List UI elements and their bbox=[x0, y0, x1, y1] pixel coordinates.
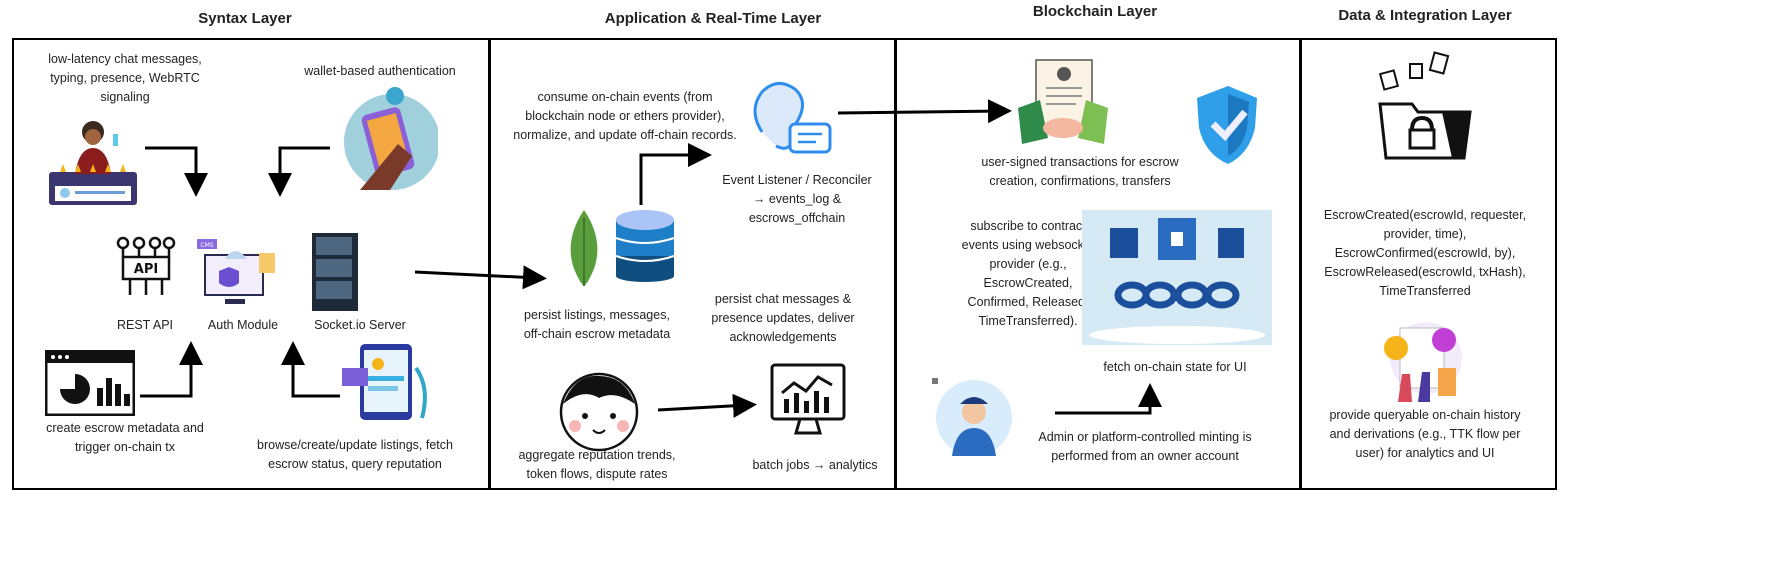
consume-events-description: consume on-chain events (from blockchain… bbox=[513, 90, 737, 142]
queryable-history-description: provide queryable on-chain history and d… bbox=[1329, 408, 1521, 460]
arrow-wallet-to-auth bbox=[268, 146, 330, 197]
rest-api-label: REST API bbox=[116, 318, 174, 332]
arrow-listener-to-blockchain bbox=[837, 99, 1012, 124]
application-layer-title: Application & Real-Time Layer bbox=[604, 10, 822, 27]
event-listener-label: Event Listener / Reconciler → events_log… bbox=[722, 173, 872, 225]
person-reviews-icon bbox=[49, 121, 137, 205]
persist-chat-description: persist chat messages & presence updates… bbox=[711, 292, 855, 344]
ear-listener-icon bbox=[753, 82, 832, 154]
dashboard-icon bbox=[45, 350, 135, 416]
syntax-layer-title: Syntax Layer bbox=[198, 10, 292, 27]
svg-text:API: API bbox=[134, 262, 158, 277]
batch-jobs-label: batch jobs → analytics bbox=[752, 458, 878, 472]
wallet-description: wallet-based authentication bbox=[304, 64, 456, 78]
arrow-admin-to-fetch bbox=[1055, 383, 1162, 415]
subscribe-description: subscribe to contract events using webso… bbox=[961, 219, 1095, 328]
svg-text:CMS: CMS bbox=[200, 242, 213, 249]
arrow-listings-to-socket bbox=[281, 341, 340, 398]
secure-folder-icon bbox=[1378, 51, 1472, 160]
child-face-icon bbox=[559, 372, 639, 452]
fetch-state-label: fetch on-chain state for UI bbox=[1103, 360, 1247, 374]
rest-api-icon: API bbox=[116, 236, 176, 295]
security-shield-icon bbox=[1197, 86, 1257, 164]
admin-minting-description: Admin or platform-controlled minting is … bbox=[1038, 430, 1252, 463]
server-icon bbox=[312, 233, 358, 311]
aggregate-description: aggregate reputation trends, token flows… bbox=[518, 448, 676, 481]
contract-events-list: EscrowCreated(escrowId, requester, provi… bbox=[1323, 208, 1527, 298]
listings-app-icon bbox=[342, 344, 427, 420]
auth-module-icon: CMS bbox=[197, 239, 275, 304]
arrow-socket-to-app bbox=[414, 265, 547, 290]
arrow-db-to-listener bbox=[639, 143, 712, 205]
database-icon bbox=[615, 210, 675, 282]
mongodb-leaf-icon bbox=[570, 210, 598, 286]
arrow-dashboard-to-auth bbox=[140, 341, 203, 398]
layer-divider bbox=[1299, 38, 1302, 490]
wallet-phone-icon bbox=[344, 87, 438, 190]
layer-divider bbox=[488, 38, 491, 490]
arrow-child-to-analytics bbox=[657, 393, 757, 418]
layer-divider bbox=[894, 38, 897, 490]
blockchain-layer-title: Blockchain Layer bbox=[1032, 3, 1158, 20]
auth-module-label: Auth Module bbox=[207, 318, 279, 332]
browse-description: browse/create/update listings, fetch esc… bbox=[257, 438, 453, 471]
data-layer-title: Data & Integration Layer bbox=[1338, 7, 1512, 24]
agreement-contract-icon bbox=[1384, 322, 1462, 402]
signed-transactions-description: user-signed transactions for escrow crea… bbox=[981, 155, 1179, 188]
blockchain-chain-illustration bbox=[1082, 210, 1272, 345]
analytics-monitor-icon bbox=[770, 363, 846, 435]
admin-user-icon bbox=[932, 378, 1012, 456]
diagram-frame bbox=[12, 38, 1557, 490]
persist-listings-description: persist listings, messages, off-chain es… bbox=[523, 308, 671, 341]
chat-description: low-latency chat messages, typing, prese… bbox=[48, 52, 202, 104]
arrow-chat-to-api bbox=[145, 146, 208, 197]
escrow-metadata-description: create escrow metadata and trigger on-ch… bbox=[46, 421, 204, 454]
socket-server-label: Socket.io Server bbox=[314, 318, 406, 332]
contract-handshake-icon bbox=[1018, 59, 1108, 144]
